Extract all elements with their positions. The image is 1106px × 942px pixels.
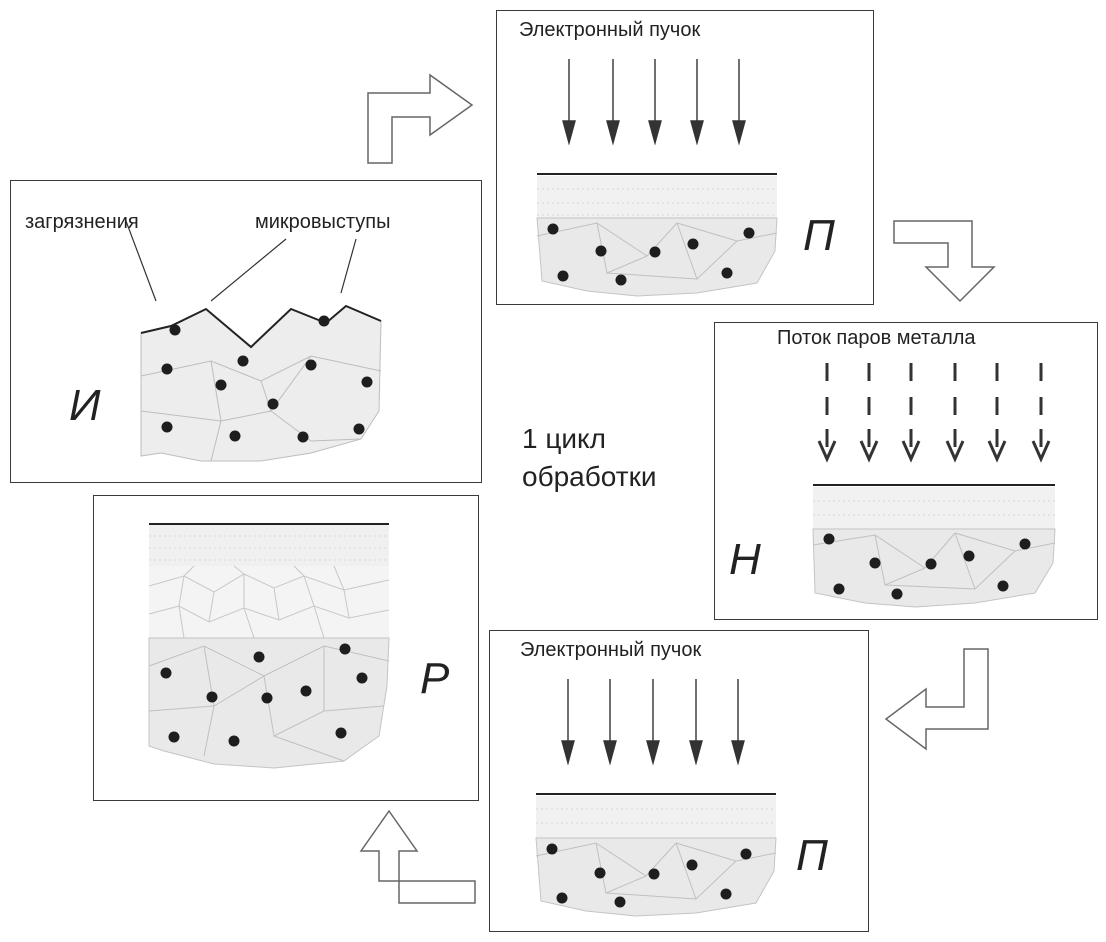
arrow-electron-to-vapor-icon (890, 215, 1010, 307)
panel-vapor: Поток паров металла Н (714, 322, 1098, 620)
panel-letter-p-top: П (803, 211, 835, 261)
panel-electron-bottom-graphic (490, 631, 870, 933)
microprotrusions-label: микровыступы (255, 211, 391, 234)
electron-beam-label-top: Электронный пучок (519, 19, 700, 42)
panel-electron-bottom: Электронный пучок П (489, 630, 869, 932)
cycle-caption-line2: обработки (522, 458, 656, 496)
contamination-label: загрязнения (25, 211, 139, 234)
panel-letter-r: Р (420, 654, 449, 704)
panel-result: Р (93, 495, 479, 801)
panel-letter-h: Н (729, 535, 761, 585)
arrow-electron-to-result-icon (355, 805, 479, 909)
panel-initial: загрязнения микровыступы И (10, 180, 482, 483)
cycle-caption-line1: 1 цикл (522, 420, 656, 458)
electron-beam-label-bottom: Электронный пучок (520, 639, 701, 662)
panel-electron-top-graphic (497, 11, 875, 306)
panel-vapor-graphic (715, 323, 1099, 621)
panel-letter-i: И (69, 381, 100, 431)
cycle-caption: 1 цикл обработки (522, 420, 656, 496)
panel-letter-p-bottom: П (796, 831, 828, 881)
arrow-initial-to-electron-icon (360, 55, 480, 167)
metal-vapor-label: Поток паров металла (777, 327, 976, 350)
arrow-vapor-to-electron-icon (880, 645, 998, 755)
panel-result-graphic (94, 496, 480, 802)
panel-electron-top: Электронный пучок П (496, 10, 874, 305)
